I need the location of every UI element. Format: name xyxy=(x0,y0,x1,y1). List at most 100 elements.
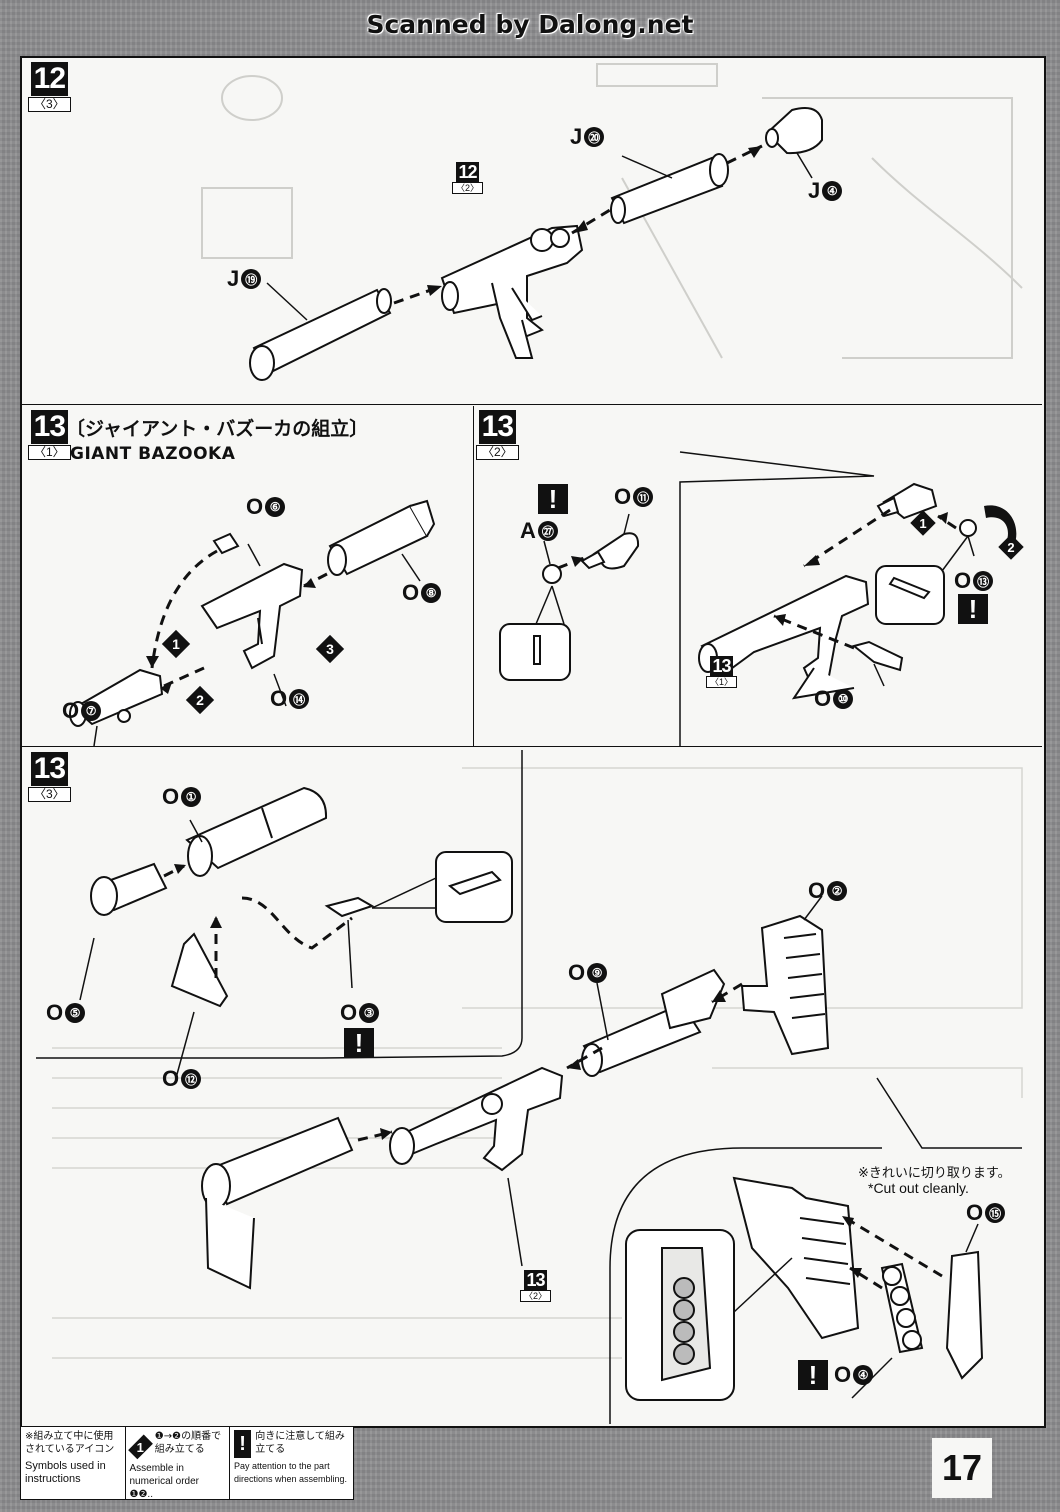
direction-warning-icon: ! xyxy=(958,594,988,624)
part-number: ② xyxy=(827,881,848,901)
part-letter: O xyxy=(568,960,586,985)
part-label-o4: O ④ xyxy=(834,1362,874,1388)
part-label-o10: O ⑩ xyxy=(814,686,854,712)
reference-step-12-2: 12 〈2〉 xyxy=(452,162,484,194)
assembly-arrow xyxy=(566,1046,603,1070)
legend-warn-jp: 向きに注意して組み立てる xyxy=(255,1431,345,1455)
part-o2-blast-shield xyxy=(740,914,830,1056)
part-label-j19: J ⑲ xyxy=(227,266,262,292)
order-mark-3 xyxy=(315,634,345,664)
part-letter: O xyxy=(614,484,632,509)
part-letter: A xyxy=(520,518,536,543)
assembly-arrow xyxy=(726,144,763,165)
order-mark-2 xyxy=(998,534,1024,560)
part-letter: O xyxy=(162,1066,180,1091)
step-number-13-2: 13 〈2〉 xyxy=(476,410,519,460)
step-number-13-3: 13 〈3〉 xyxy=(28,752,71,802)
assembly-arrow xyxy=(773,614,855,650)
part-label-j20: J ⑳ xyxy=(570,124,605,150)
section-title-en: GIANT BAZOOKA xyxy=(70,444,236,464)
bleed-through-ghost-art xyxy=(201,63,1023,359)
cut-cleanly-note-jp: ※きれいに切り取ります。 xyxy=(858,1166,1011,1181)
part-number: ⑲ xyxy=(241,269,262,289)
order-marks: 1 2 3 xyxy=(161,629,345,715)
part-letter: O xyxy=(162,784,180,809)
part-letter: J xyxy=(808,178,821,203)
assembly-arrow xyxy=(849,1266,883,1290)
part-number: ⑥ xyxy=(265,497,286,517)
part-letter: O xyxy=(954,568,972,593)
step-number-12-3: 12 〈3〉 xyxy=(28,62,71,112)
part-a27-lens xyxy=(542,564,562,584)
step-number: 13 xyxy=(30,752,69,786)
part-label-o14: O ⑭ xyxy=(270,686,310,712)
part-number: ⑦ xyxy=(81,701,102,721)
part-label-o1: O ① xyxy=(162,784,202,810)
part-label-o5: O ⑤ xyxy=(46,1000,86,1026)
reference-step-13-2: 13 〈2〉 xyxy=(520,1270,552,1302)
part-o10-trigger xyxy=(851,640,904,672)
reference-step-number: 12 xyxy=(456,162,479,182)
direction-warning-icon: ! xyxy=(538,484,568,514)
legend-title-en: Symbols used in instructions xyxy=(25,1460,106,1485)
order-mark-1 xyxy=(161,629,191,659)
part-j20-barrel xyxy=(610,156,724,225)
part-label-j4: J ④ xyxy=(808,178,843,204)
order-mark-2 xyxy=(185,685,215,715)
reference-step-substep: 〈2〉 xyxy=(452,182,484,194)
order-icon-label: 1 xyxy=(136,1439,144,1455)
part-letter: O xyxy=(808,878,826,903)
part-o3-clip xyxy=(324,896,375,918)
part-o11-sight xyxy=(592,532,640,570)
part-letter: J xyxy=(570,124,583,149)
step-substep: 〈1〉 xyxy=(28,445,71,460)
step-substep: 〈2〉 xyxy=(476,445,519,460)
order-icon: 1 xyxy=(127,1434,153,1460)
part-o14-grip xyxy=(200,562,304,670)
part-number: ③ xyxy=(359,1003,380,1023)
step-13-2-panel: 13 〈2〉 xyxy=(474,406,1042,747)
part-label-o3: O ③ xyxy=(340,1000,380,1026)
part-number: ⑪ xyxy=(633,487,654,507)
step-13-3-panel: 13 〈3〉 xyxy=(22,748,1042,1424)
part-letter: O xyxy=(814,686,832,711)
part-o12-handle xyxy=(170,932,229,1008)
part-number: ④ xyxy=(853,1365,874,1385)
reference-step-number: 13 xyxy=(710,656,733,676)
section-title-jp: 〔ジャイアント・バズーカの組立〕 xyxy=(66,418,369,440)
legend-warning-entry: ! 向きに注意して組み立てる Pay attention to the part… xyxy=(230,1427,353,1499)
order-mark-1-label: 1 xyxy=(919,516,926,531)
part-number: ④ xyxy=(822,181,843,201)
order-mark-2-label: 2 xyxy=(196,692,204,708)
step-number: 13 xyxy=(478,410,517,444)
step-12-3-panel: 12 〈3〉 xyxy=(22,58,1042,405)
part-label-o2: O ② xyxy=(808,878,848,904)
step-13-1-panel: 13 〈1〉 〔ジャイアント・バズーカの組立〕 GIANT BAZOOKA xyxy=(22,406,474,747)
part-label-o13: O ⑬ xyxy=(954,568,994,594)
cut-cleanly-note-en: *Cut out cleanly. xyxy=(868,1180,969,1196)
part-letter: O xyxy=(270,686,288,711)
warning-icon: ! xyxy=(234,1430,252,1458)
part-number: ① xyxy=(181,787,202,807)
reference-step-13-1: 13 〈1〉 xyxy=(706,656,738,688)
step-number: 13 xyxy=(30,410,69,444)
part-letter: O xyxy=(834,1362,852,1387)
part-number: ⑳ xyxy=(584,127,605,147)
step-number: 12 xyxy=(30,62,69,96)
part-letter: O xyxy=(246,494,264,519)
order-mark-2-label: 2 xyxy=(1007,540,1014,555)
part-number: ㉗ xyxy=(537,521,558,541)
order-marks-13-2: 1 2 xyxy=(910,510,1024,560)
part-letter: O xyxy=(402,580,420,605)
step-13-2-diagram xyxy=(499,451,1017,746)
direction-warning-icon: ! xyxy=(798,1360,828,1390)
assembly-arrow xyxy=(841,1214,943,1278)
part-number: ⑮ xyxy=(985,1203,1006,1223)
step-13-3-diagram xyxy=(36,750,1022,1424)
part-number: ⑤ xyxy=(65,1003,86,1023)
part-o6-cap xyxy=(212,532,240,555)
legend-order-entry: 1 ❶→❷の順番で組み立てる Assemble in numerical ord… xyxy=(126,1427,230,1500)
legend-order-jp: ❶→❷の順番で組み立てる xyxy=(154,1431,222,1455)
assembly-arrow xyxy=(803,508,891,568)
reference-step-substep: 〈1〉 xyxy=(706,676,738,688)
